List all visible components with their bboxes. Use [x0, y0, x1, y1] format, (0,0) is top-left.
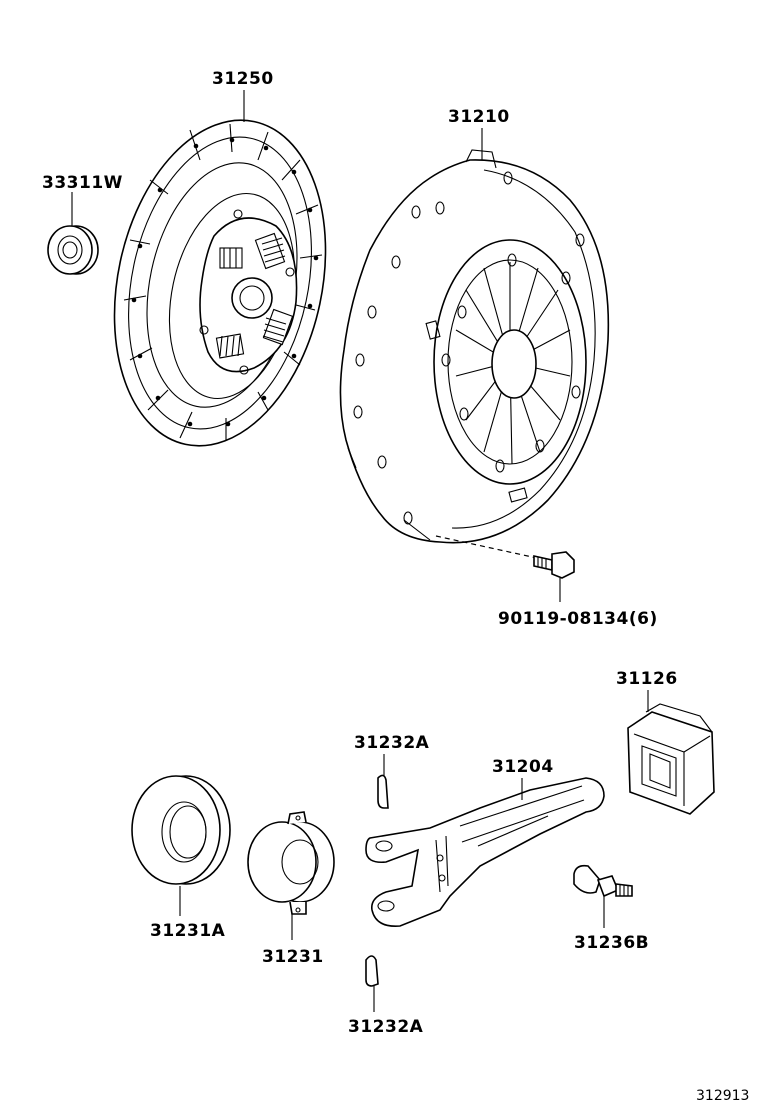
clutch-disc-label: 31250: [212, 69, 274, 89]
fork-support-label: 31236B: [574, 933, 649, 953]
boot-label: 31126: [616, 669, 678, 689]
bearing-31231A-label: 31231A: [150, 921, 226, 941]
clutch-cover-drawing: [339, 149, 610, 544]
cover-bolt-drawing: [533, 551, 575, 579]
fork-support-drawing: [573, 864, 633, 898]
pilot-bearing-label: 33311W: [42, 173, 123, 193]
fork-clip-bottom-drawing: [365, 955, 379, 987]
release-fork-label: 31204: [492, 757, 554, 777]
bolt-dashed-leader: [435, 535, 547, 561]
bearing-31231A-drawing: [131, 775, 231, 885]
fork-clip-top-label: 31232A: [354, 733, 430, 753]
fork-clip-bottom-label: 31232A: [348, 1017, 424, 1037]
figure-number: 312913: [696, 1088, 749, 1104]
release-fork-drawing: [365, 777, 605, 927]
clutch-cover-label: 31210: [448, 107, 510, 127]
clutch-disc-drawing: [113, 119, 327, 447]
fork-clip-top-drawing: [377, 774, 389, 809]
boot-drawing: [627, 703, 715, 815]
cover-bolt-label: 90119-08134(6): [498, 609, 658, 629]
pilot-bearing-drawing: [47, 225, 99, 275]
release-bearing-hub-label: 31231: [262, 947, 324, 967]
release-bearing-hub-drawing: [247, 811, 335, 915]
